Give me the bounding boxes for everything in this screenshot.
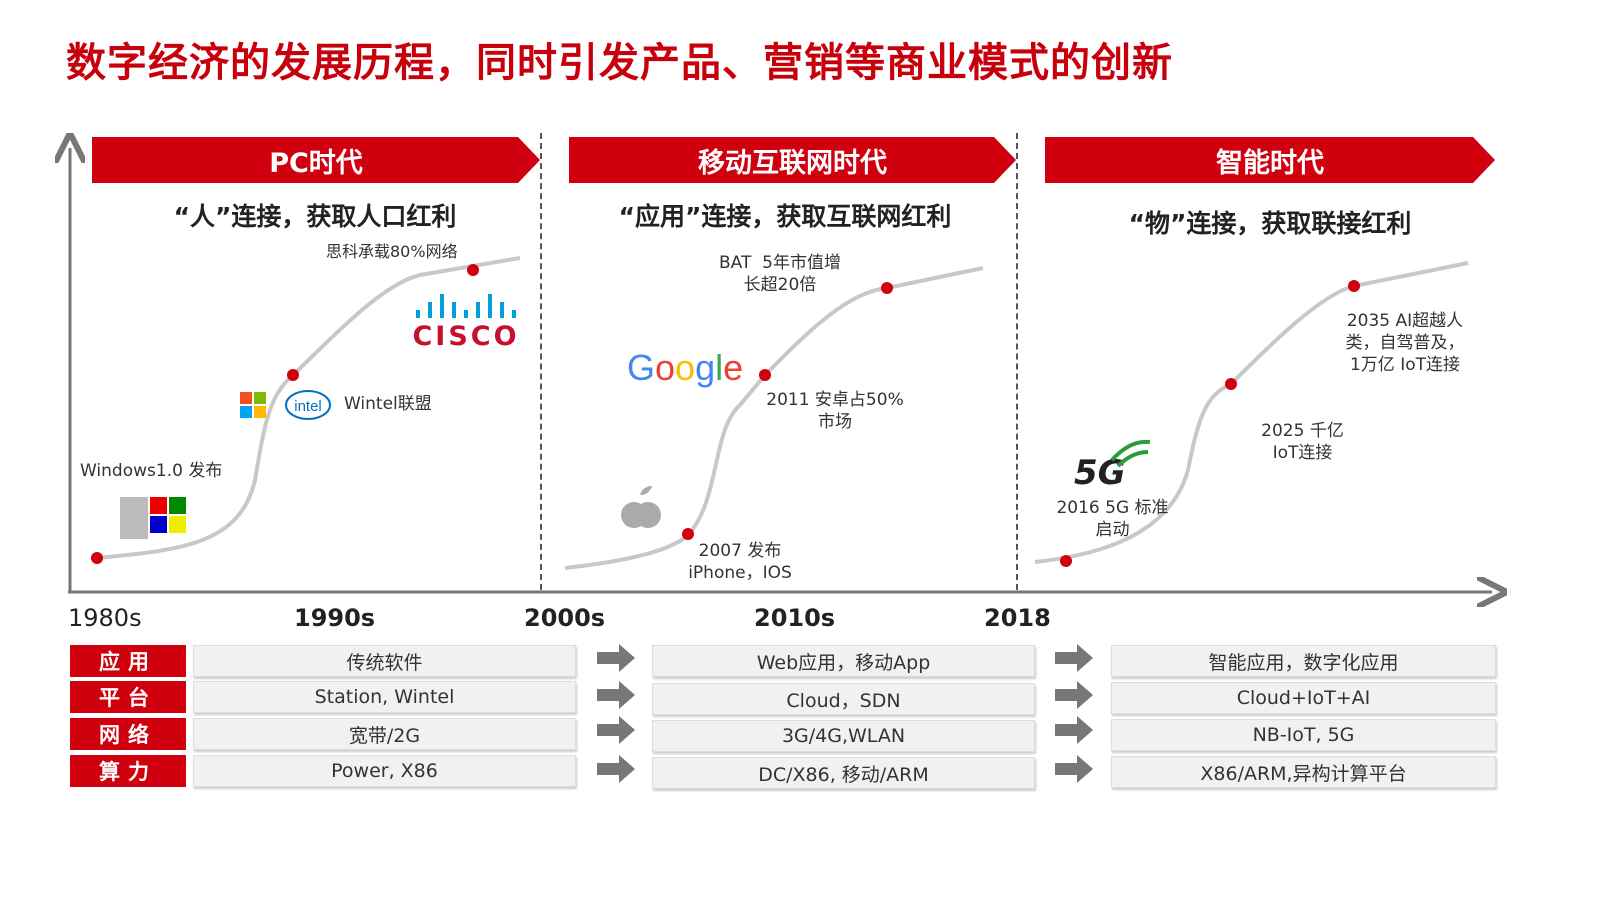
svg-text:intel: intel [294,398,322,415]
svg-text:CISCO: CISCO [412,321,519,352]
era-divider [540,133,542,590]
year-label: 2010s [754,604,836,632]
table-cell: Cloud+IoT+AI [1111,682,1496,714]
windows-1-logo-icon [120,497,186,539]
table-cell: 3G/4G,WLAN [652,720,1035,752]
right-arrow-icon [1055,644,1093,672]
table-cell: NB-IoT, 5G [1111,719,1496,751]
apple-logo-icon [621,486,661,528]
milestone-note: 2025 千亿 IoT连接 [1261,421,1344,464]
row-label: 平台 [70,681,186,713]
windows-xp-logo-icon [240,392,266,418]
right-arrow-icon [1055,755,1093,783]
milestone-dot [881,282,893,294]
table-cell: DC/X86, 移动/ARM [652,757,1035,789]
milestone-note: Wintel联盟 [344,394,432,414]
milestone-dot [1348,280,1360,292]
era-banner-mobile: 移动互联网时代 [569,137,1016,183]
era-subtitle: “人”连接，获取人口红利 [173,202,457,231]
milestone-dot [91,552,103,564]
row-label: 应用 [70,645,186,677]
milestone-note: 2035 AI超越人 类，自驾普及， 1万亿 IoT连接 [1345,311,1465,376]
page-title: 数字经济的发展历程，同时引发产品、营销等商业模式的创新 [66,40,1173,86]
table-cell: 宽带/2G [193,718,576,750]
milestone-dots [91,264,1360,567]
svg-text:Google: Google [627,347,743,388]
smart-era-curve [1034,261,1469,564]
year-label: 1980s [68,604,142,632]
milestone-dot [1060,555,1072,567]
right-arrow-icon [1055,716,1093,744]
year-label: 2000s [524,604,606,632]
milestone-note: Windows1.0 发布 [80,461,223,481]
table-cell: 传统软件 [193,645,576,677]
cisco-logo-icon: CISCO [412,294,519,352]
table-cell: Power, X86 [193,755,576,787]
milestone-dot [759,369,771,381]
milestone-note: 2016 5G 标准 启动 [1056,498,1169,541]
row-label: 网络 [70,718,186,750]
right-arrow-icon [597,681,635,709]
era-subtitle: “物”连接，获取联接红利 [1128,209,1412,238]
table-cell: Cloud，SDN [652,683,1035,715]
era-banner-pc: PC时代 [92,137,540,183]
google-logo-icon: Google [627,347,743,388]
right-arrow-icon [597,716,635,744]
table-cell: Station, Wintel [193,681,576,713]
milestone-dot [1225,378,1237,390]
year-label: 1990s [294,604,376,632]
table-cell: Web应用，移动App [652,645,1035,677]
intel-logo-icon: intel [285,390,331,420]
right-arrow-icon [597,644,635,672]
pc-era-curve [96,256,521,560]
era-banner-smart: 智能时代 [1045,137,1495,183]
era-divider [1016,133,1018,590]
row-label: 算力 [70,755,186,787]
era-subtitle: “应用”连接，获取互联网红利 [618,202,952,231]
milestone-dot [467,264,479,276]
right-arrow-icon [597,755,635,783]
right-arrow-icon [1055,681,1093,709]
milestone-note: 2011 安卓占50% 市场 [766,390,904,433]
table-cell: X86/ARM,异构计算平台 [1111,756,1496,788]
milestone-note: BAT 5年市值增 长超20倍 [719,253,841,296]
milestone-dot [682,528,694,540]
milestone-dot [287,369,299,381]
svg-text:5G: 5G [1074,453,1126,493]
table-cell: 智能应用，数字化应用 [1111,645,1496,677]
mobile-era-curve [564,266,984,570]
milestone-note: 思科承载80%网络 [326,242,458,261]
year-label: 2018 [984,604,1051,632]
milestone-note: 2007 发布 iPhone，IOS [688,541,792,584]
5g-logo-icon: 5G [1074,439,1151,493]
